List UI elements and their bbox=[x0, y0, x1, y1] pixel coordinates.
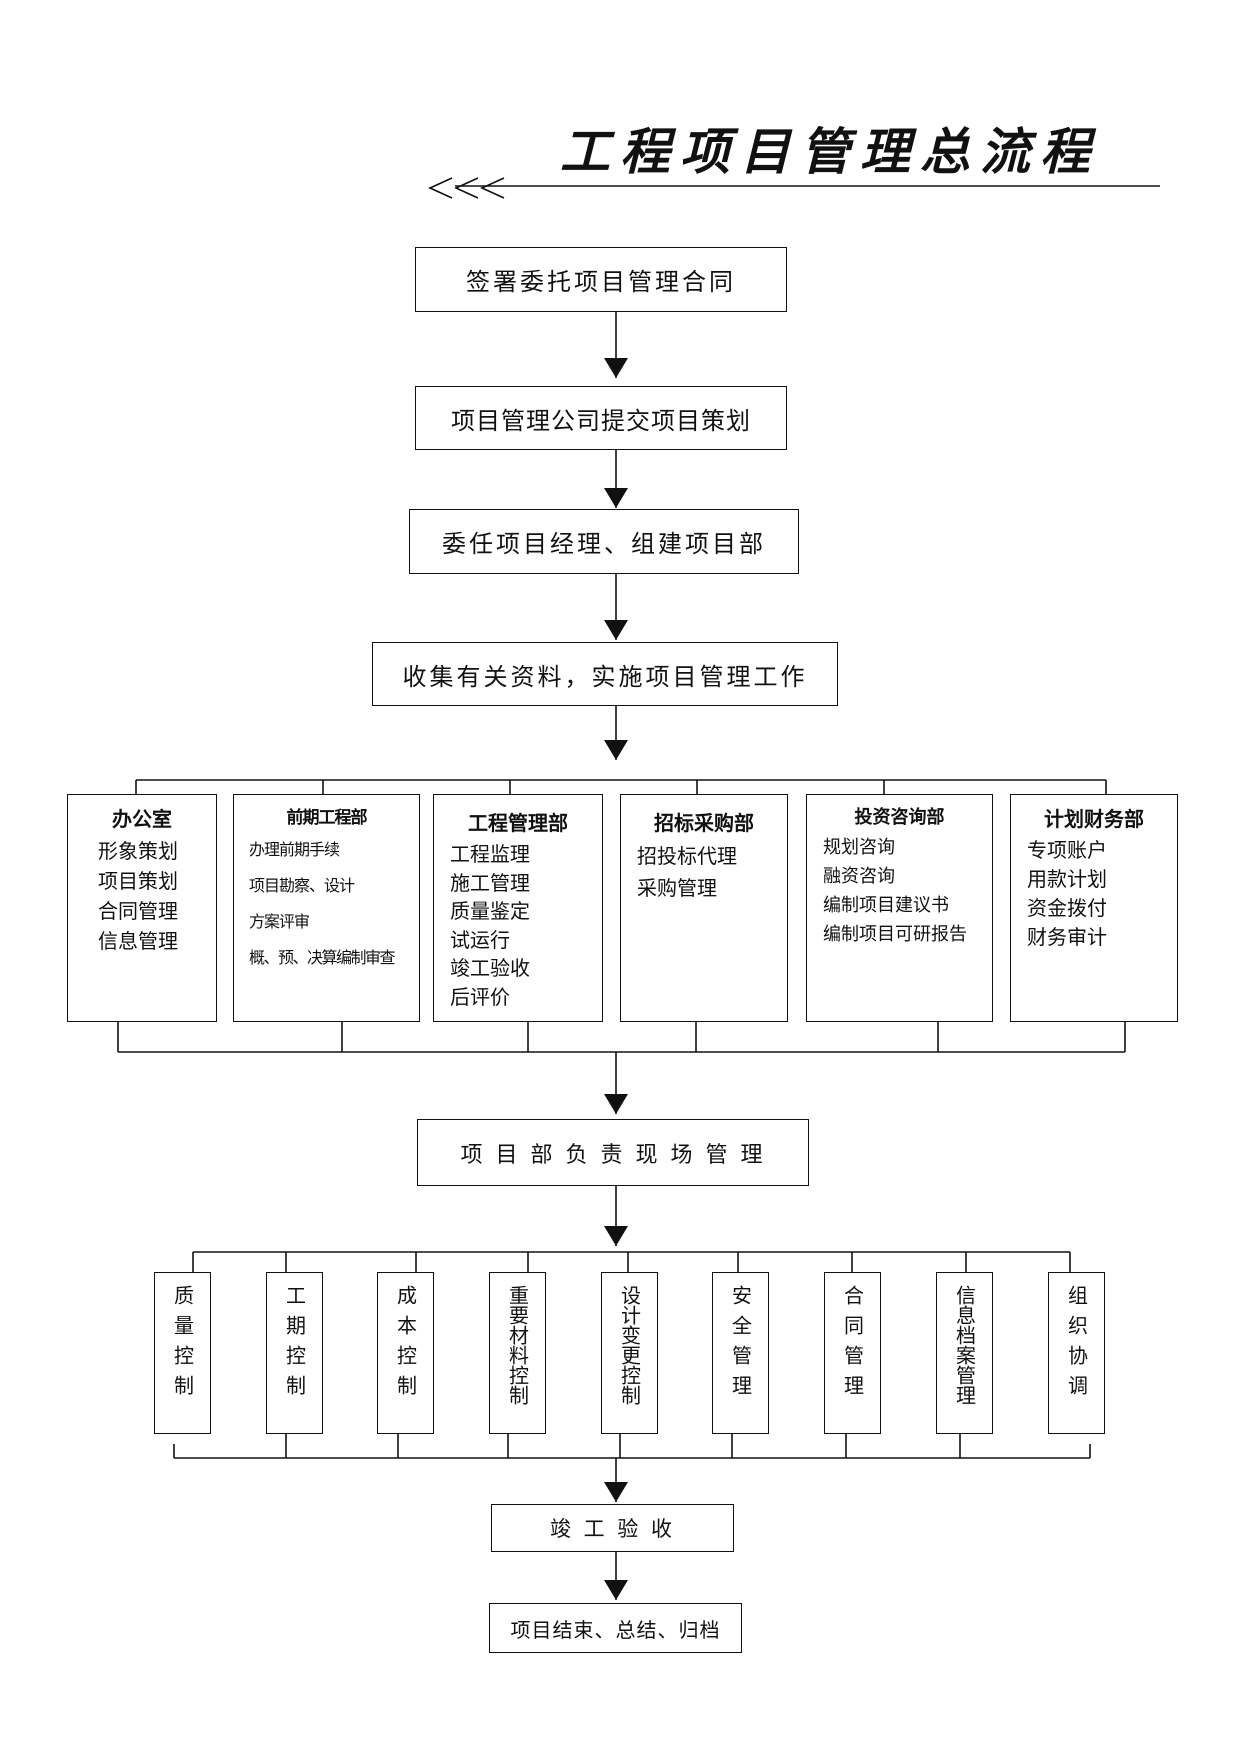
control-label: 质量控制 bbox=[170, 1285, 195, 1405]
page-title: 工程项目管理总流程 bbox=[560, 122, 1100, 181]
dept-procurement: 招标采购部 招投标代理 采购管理 bbox=[620, 794, 788, 1022]
control-coordination: 组织协调 bbox=[1048, 1272, 1105, 1434]
control-safety: 安全管理 bbox=[712, 1272, 769, 1434]
dept-item: 专项账户 bbox=[1027, 838, 1107, 862]
dept-item: 工程监理 bbox=[450, 842, 530, 866]
dept-investment: 投资咨询部 规划咨询 融资咨询 编制项目建议书 编制项目可研报告 bbox=[806, 794, 993, 1022]
dept-item: 试运行 bbox=[450, 927, 510, 952]
control-contract: 合同管理 bbox=[824, 1272, 881, 1434]
step-project-closure: 项目结束、总结、归档 bbox=[489, 1603, 742, 1653]
dept-name: 办公室 bbox=[112, 807, 172, 831]
dept-item: 财务审计 bbox=[1027, 925, 1107, 949]
dept-item: 后评价 bbox=[450, 984, 510, 1009]
dept-item: 合同管理 bbox=[98, 899, 178, 923]
control-materials: 重要材料控制 bbox=[489, 1272, 546, 1434]
dept-finance: 计划财务部 专项账户 用款计划 资金拨付 财务审计 bbox=[1010, 794, 1178, 1022]
step-sign-contract: 签署委托项目管理合同 bbox=[415, 247, 787, 312]
dept-item: 信息管理 bbox=[98, 929, 178, 953]
dept-item: 形象策划 bbox=[98, 839, 178, 863]
dept-office: 办公室 形象策划 项目策划 合同管理 信息管理 bbox=[67, 794, 217, 1022]
step-site-management: 项 目 部 负 责 现 场 管 理 bbox=[417, 1119, 809, 1186]
dept-item: 编制项目可研报告 bbox=[823, 924, 967, 945]
control-label: 信息档案管理 bbox=[952, 1285, 977, 1405]
control-archives: 信息档案管理 bbox=[936, 1272, 993, 1434]
dept-item: 方案评审 bbox=[249, 912, 310, 931]
step-submit-plan: 项目管理公司提交项目策划 bbox=[415, 386, 787, 450]
dept-name: 投资咨询部 bbox=[854, 807, 945, 828]
dept-item: 项目策划 bbox=[98, 869, 178, 893]
control-label: 重要材料控制 bbox=[505, 1285, 530, 1405]
dept-item: 概、预、决算编制审查 bbox=[249, 948, 396, 967]
control-label: 设计变更控制 bbox=[617, 1285, 642, 1405]
dept-item: 竣工验收 bbox=[450, 956, 530, 980]
dept-name: 前期工程部 bbox=[286, 808, 368, 828]
control-label: 合同管理 bbox=[840, 1285, 865, 1405]
dept-name: 计划财务部 bbox=[1044, 807, 1144, 831]
dept-item: 资金拨付 bbox=[1027, 896, 1107, 920]
dept-item: 融资咨询 bbox=[823, 866, 895, 887]
dept-item: 施工管理 bbox=[450, 870, 530, 895]
step-collect-data: 收集有关资料，实施项目管理工作 bbox=[372, 642, 838, 706]
step-appoint-manager: 委任项目经理、组建项目部 bbox=[409, 509, 799, 574]
control-schedule: 工期控制 bbox=[266, 1272, 323, 1434]
dept-item: 质量鉴定 bbox=[450, 899, 530, 923]
dept-item: 项目勘察、设计 bbox=[249, 876, 355, 895]
dept-item: 用款计划 bbox=[1027, 867, 1107, 891]
dept-item: 编制项目建议书 bbox=[823, 895, 949, 916]
control-label: 工期控制 bbox=[282, 1285, 307, 1405]
dept-item: 采购管理 bbox=[637, 876, 717, 900]
control-label: 组织协调 bbox=[1064, 1285, 1089, 1405]
dept-item: 办理前期手续 bbox=[249, 840, 340, 859]
control-label: 成本控制 bbox=[393, 1285, 418, 1405]
control-design-change: 设计变更控制 bbox=[601, 1272, 658, 1434]
control-label: 安全管理 bbox=[728, 1285, 753, 1405]
dept-name: 招标采购部 bbox=[654, 811, 754, 835]
dept-engineering: 工程管理部 工程监理 施工管理 质量鉴定 试运行 竣工验收 后评价 bbox=[433, 794, 603, 1022]
control-cost: 成本控制 bbox=[377, 1272, 434, 1434]
step-completion-acceptance: 竣 工 验 收 bbox=[491, 1504, 734, 1552]
dept-item: 规划咨询 bbox=[823, 837, 895, 858]
control-quality: 质量控制 bbox=[154, 1272, 211, 1434]
dept-item: 招投标代理 bbox=[637, 844, 737, 868]
dept-preliminary: 前期工程部 办理前期手续 项目勘察、设计 方案评审 概、预、决算编制审查 bbox=[233, 794, 420, 1022]
dept-name: 工程管理部 bbox=[468, 811, 568, 835]
